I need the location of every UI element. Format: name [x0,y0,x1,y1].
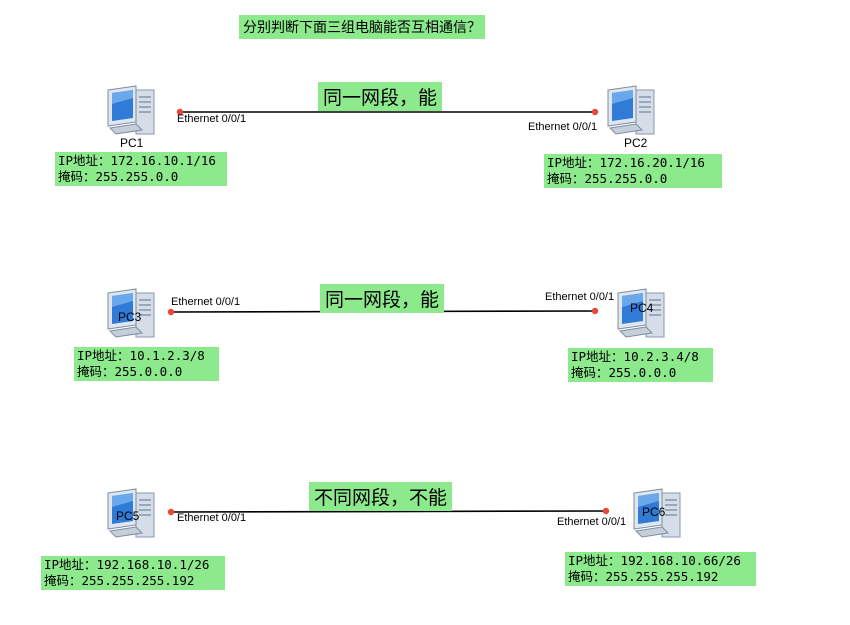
port-dot-pc4 [591,307,599,315]
ip-config-box: IP地址：192.168.10.1/26 掩码：255.255.255.192 [41,556,225,590]
diagram-title: 分别判断下面三组电脑能否互相通信？ [239,15,485,39]
port-dot-pc2 [591,108,599,116]
port-label: Ethernet 0/0/1 [528,121,598,133]
ip-config-box: IP地址：172.16.20.1/16 掩码：255.255.0.0 [544,154,722,188]
port-dot-pc3 [167,308,175,316]
ip-config-box: IP地址：10.2.3.4/8 掩码：255.0.0.0 [568,348,713,382]
ip-address-text: IP地址：10.2.3.4/8 [571,349,699,364]
ip-address-text: IP地址：192.168.10.66/26 [568,553,741,568]
mask-text: 掩码：255.0.0.0 [571,365,677,380]
port-label: Ethernet 0/0/1 [177,113,247,125]
ip-address-text: IP地址：10.1.2.3/8 [77,348,205,363]
computer-icon[interactable] [104,287,158,339]
pc-name-label: PC5 [116,509,140,523]
ip-config-box: IP地址：192.168.10.66/26 掩码：255.255.255.192 [565,552,756,586]
port-label: Ethernet 0/0/1 [171,296,241,308]
verdict-label: 不同网段，不能 [309,482,453,511]
computer-icon[interactable] [604,84,658,136]
ip-config-box: IP地址：10.1.2.3/8 掩码：255.0.0.0 [74,347,219,381]
port-dot-pc1 [176,108,184,116]
port-dot-pc6 [602,507,610,515]
ip-config-box: IP地址：172.16.10.1/16 掩码：255.255.0.0 [55,152,227,186]
computer-icon[interactable] [104,84,158,136]
port-label: Ethernet 0/0/1 [557,516,627,528]
mask-text: 掩码：255.255.0.0 [58,169,179,184]
mask-text: 掩码：255.255.0.0 [547,171,668,186]
port-dot-pc5 [167,508,175,516]
link-pc5-pc6 [170,510,607,513]
computer-icon[interactable] [614,287,668,339]
mask-text: 掩码：255.0.0.0 [77,364,183,379]
computer-icon[interactable] [104,487,158,539]
pc-name-label: PC3 [118,310,142,324]
computer-icon[interactable] [630,487,684,539]
verdict-label: 同一网段，能 [318,82,443,111]
port-label: Ethernet 0/0/1 [545,291,615,303]
mask-text: 掩码：255.255.255.192 [568,569,719,584]
mask-text: 掩码：255.255.255.192 [44,573,195,588]
port-label: Ethernet 0/0/1 [177,512,247,524]
ip-address-text: IP地址：172.16.10.1/16 [58,153,216,168]
verdict-label: 同一网段，能 [320,284,445,313]
pc-name-label: PC4 [630,301,654,315]
pc-name-label: PC1 [120,136,144,150]
pc-name-label: PC2 [624,136,648,150]
ip-address-text: IP地址：192.168.10.1/26 [44,557,210,572]
ip-address-text: IP地址：172.16.20.1/16 [547,155,705,170]
pc-name-label: PC6 [642,505,666,519]
